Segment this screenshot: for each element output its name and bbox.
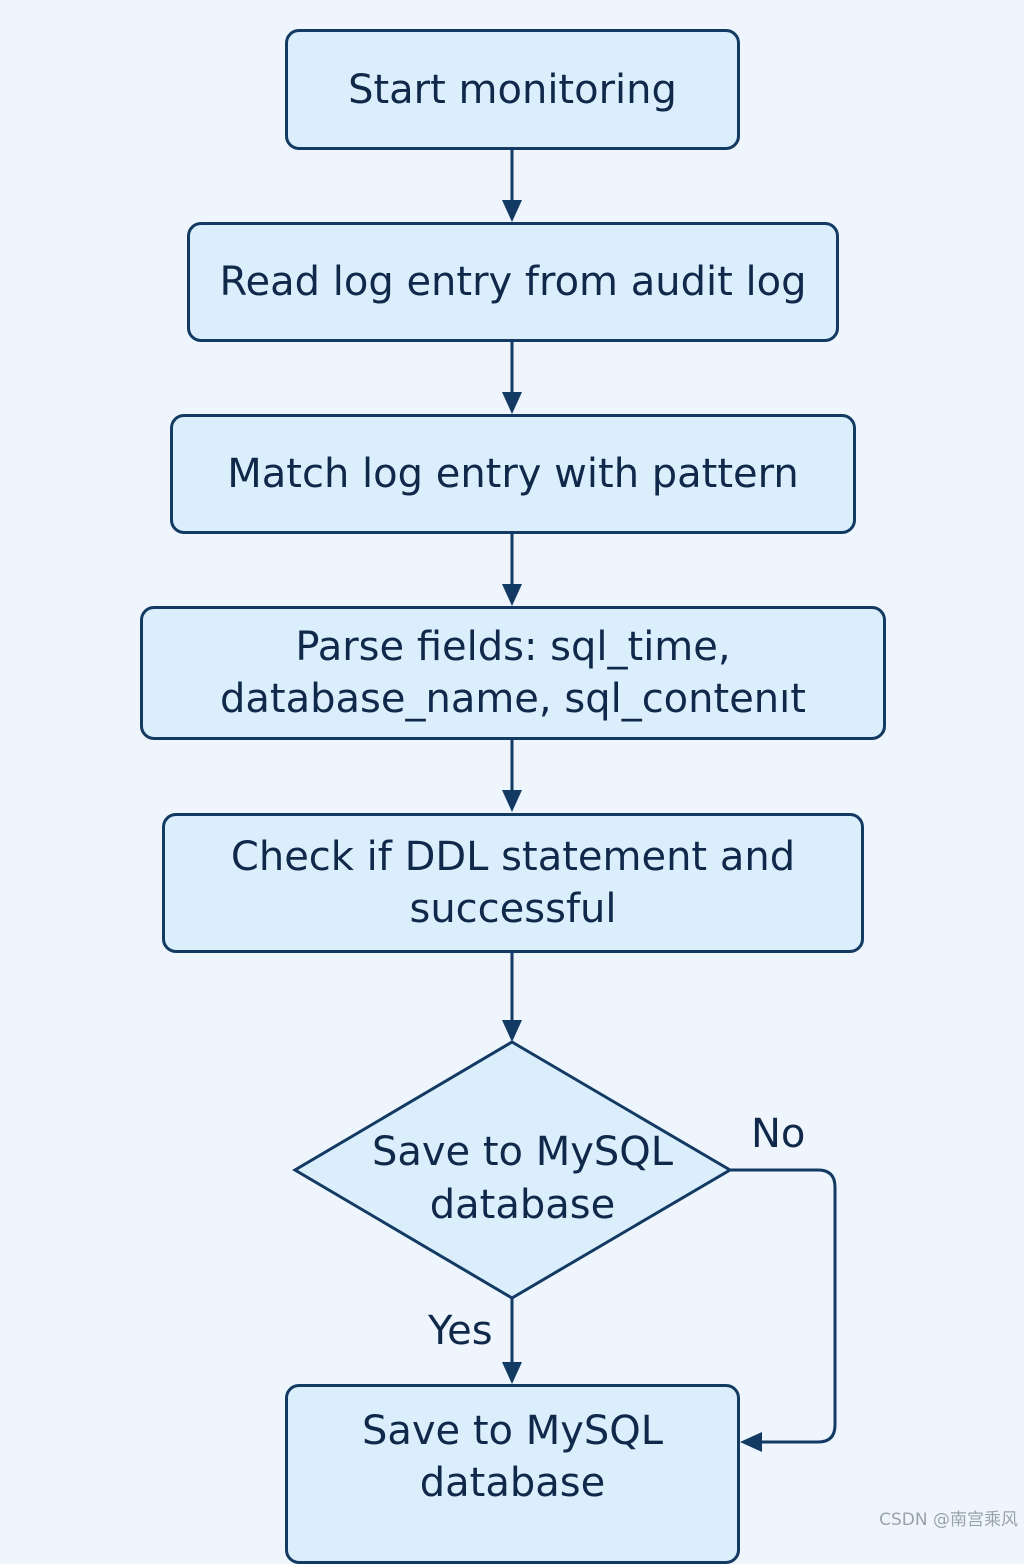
arrowhead-decision — [502, 1020, 522, 1042]
step-check-ddl: Check if DDL statement and successful — [162, 813, 864, 953]
step-parse-fields-label: Parse fields: sql_time, database_name, s… — [220, 624, 806, 722]
branch-yes-label: Yes — [428, 1308, 493, 1354]
step-parse-fields: Parse fields: sql_time, database_name, s… — [140, 606, 886, 740]
decision-diamond — [292, 1040, 733, 1300]
arrowhead-no — [740, 1432, 762, 1452]
step-save-mysql: Save to MySQL database — [285, 1384, 740, 1564]
branch-no-label: No — [751, 1111, 806, 1157]
arrowhead-yes — [502, 1362, 522, 1384]
step-match-pattern-label: Match log entry with pattern — [227, 451, 799, 497]
arrowhead-read — [502, 200, 522, 222]
step-save-mysql-label: Save to MySQL database — [361, 1408, 664, 1506]
step-start: Start monitoring — [285, 29, 740, 150]
step-match-pattern: Match log entry with pattern — [170, 414, 856, 534]
arrow-decision-no — [730, 1168, 837, 1444]
arrowhead-check — [502, 790, 522, 812]
step-read-log-label: Read log entry from audit log — [219, 259, 807, 305]
decision-label: Save to MySQL database — [371, 1129, 674, 1228]
step-read-log: Read log entry from audit log — [187, 222, 839, 342]
arrowhead-match — [502, 392, 522, 414]
step-start-label: Start monitoring — [348, 66, 677, 113]
step-check-ddl-label: Check if DDL statement and successful — [230, 834, 796, 932]
arrowhead-parse — [502, 584, 522, 606]
watermark: CSDN @南宫乘风 — [879, 1510, 1018, 1530]
